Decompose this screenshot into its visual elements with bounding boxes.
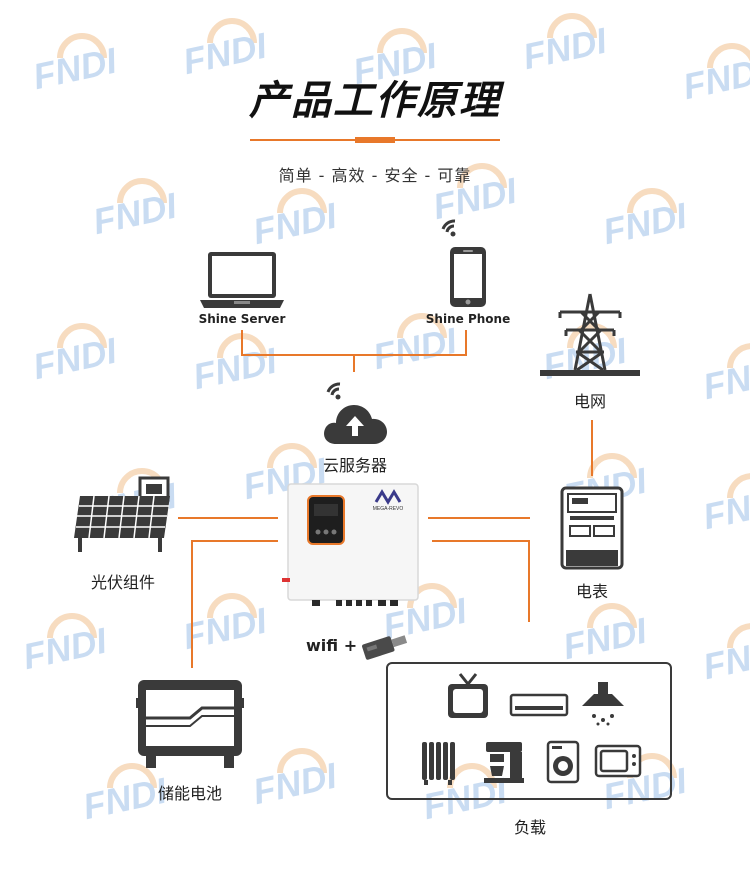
watermark-logo: FNDI <box>699 623 750 687</box>
smartphone-icon <box>450 247 486 307</box>
cloud-upload-icon <box>324 405 387 444</box>
connector-pv-inverter <box>178 517 278 519</box>
svg-text:FNDI: FNDI <box>189 339 281 397</box>
washing-machine-icon <box>546 740 580 784</box>
laptop-icon <box>200 252 284 308</box>
svg-text:FNDI: FNDI <box>89 184 181 242</box>
svg-text:FNDI: FNDI <box>249 194 341 252</box>
connector-load-v <box>528 540 530 622</box>
connector-phone-down <box>465 330 467 355</box>
connector-load-h <box>432 540 530 542</box>
tv-icon <box>448 673 488 718</box>
inverter-brand: MEGA-REVO <box>373 506 404 512</box>
connector-server-down <box>241 330 243 355</box>
wifi-dongle-icon <box>362 635 408 660</box>
connector-grid-meter <box>591 420 593 476</box>
battery-cabinet-icon <box>136 680 244 768</box>
wifi-signal-icon <box>326 382 341 400</box>
load-container <box>386 662 672 800</box>
watermark-logo: FNDI <box>559 603 651 667</box>
shine-phone-label: Shine Phone <box>425 312 511 326</box>
watermark-logo: FNDI <box>29 323 121 387</box>
watermark-logo: FNDI <box>249 748 341 812</box>
shine-server-label: Shine Server <box>198 312 286 326</box>
battery-label: 储能电池 <box>157 784 222 803</box>
svg-text:FNDI: FNDI <box>699 629 750 687</box>
svg-text:FNDI: FNDI <box>599 194 691 252</box>
electricity-meter-icon <box>560 486 624 570</box>
connector-battery-h <box>191 540 278 542</box>
connector-battery-v <box>191 540 193 668</box>
svg-text:FNDI: FNDI <box>249 754 341 812</box>
connector-inverter-meter <box>428 517 530 519</box>
grid-label: 电网 <box>573 392 606 411</box>
coffee-machine-icon <box>484 742 524 783</box>
svg-text:FNDI: FNDI <box>559 609 651 667</box>
solar-panel-icon <box>74 476 170 552</box>
watermark-logo: FNDI <box>599 188 691 252</box>
inverter-unit: MEGA-REVO <box>282 483 419 606</box>
power-tower-icon <box>540 293 640 376</box>
svg-text:FNDI: FNDI <box>179 599 271 657</box>
svg-text:FNDI: FNDI <box>19 619 111 677</box>
connector-to-cloud <box>353 354 355 372</box>
svg-text:FNDI: FNDI <box>699 479 750 537</box>
pv-module-label: 光伏组件 <box>90 573 155 592</box>
meter-label: 电表 <box>575 582 608 601</box>
watermark-logo: FNDI <box>179 593 271 657</box>
watermark-logo: FNDI <box>699 473 750 537</box>
page-subtitle: 简单 - 高效 - 安全 - 可靠 <box>278 166 472 185</box>
oil-heater-icon <box>422 742 455 785</box>
watermark-logo: FNDI <box>699 343 750 407</box>
watermark-logo: FNDI <box>249 188 341 252</box>
range-hood-icon <box>582 682 624 726</box>
svg-text:FNDI: FNDI <box>29 329 121 387</box>
load-label: 负载 <box>513 818 546 837</box>
title-divider-accent <box>355 137 395 143</box>
wifi-signal-icon <box>441 219 456 237</box>
wifi-label: wifi + <box>306 636 358 655</box>
air-conditioner-icon <box>509 693 569 717</box>
page-title: 产品工作原理 <box>249 78 501 124</box>
cloud-server-label: 云服务器 <box>322 456 387 475</box>
watermark-logo: FNDI <box>189 333 281 397</box>
microwave-icon <box>594 744 642 778</box>
watermark-logo: FNDI <box>19 613 111 677</box>
svg-text:FNDI: FNDI <box>699 349 750 407</box>
watermark-logo: FNDI <box>89 178 181 242</box>
svg-text:FNDI: FNDI <box>369 319 461 377</box>
